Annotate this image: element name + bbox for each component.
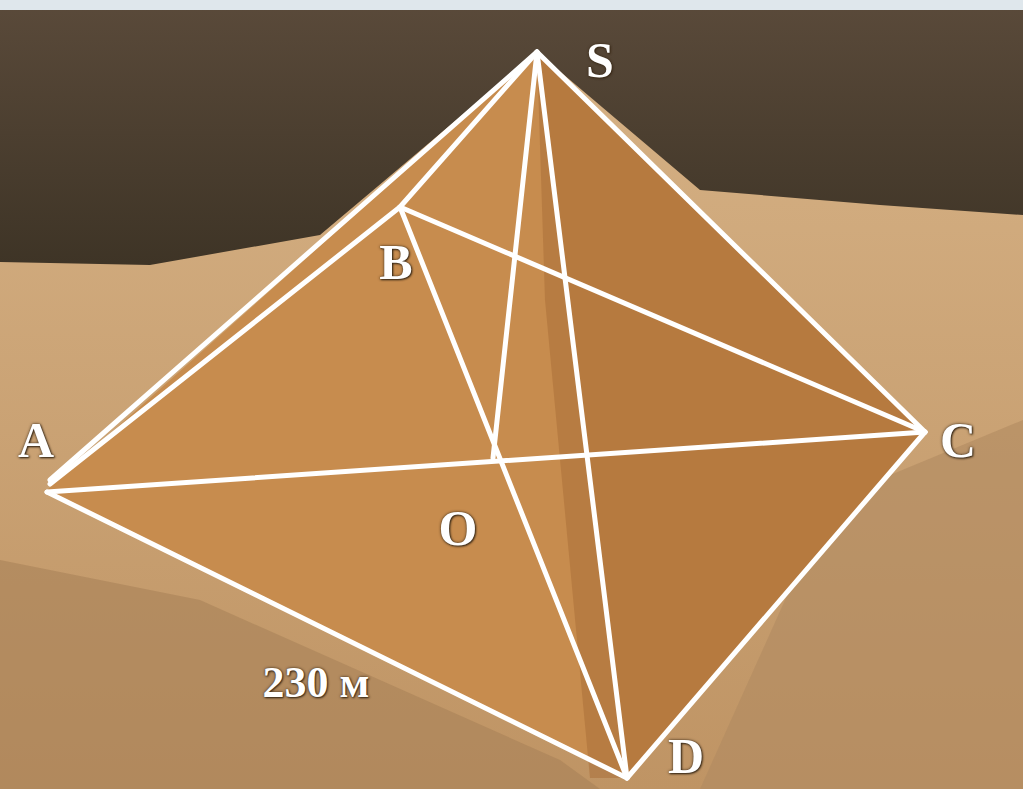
vertex-label: C [940, 415, 976, 465]
vertex-label: A [18, 415, 54, 465]
vertex-label: D [668, 731, 704, 781]
construction-lines [47, 52, 925, 778]
pyramid-face-front [47, 52, 627, 778]
vertex-label: S [586, 35, 614, 85]
vertex-label: O [439, 503, 478, 553]
dimension-label: 230 м [263, 661, 370, 705]
sky-band [0, 0, 1023, 10]
vertex-label: B [379, 237, 412, 287]
pyramid-face-right [537, 52, 925, 778]
